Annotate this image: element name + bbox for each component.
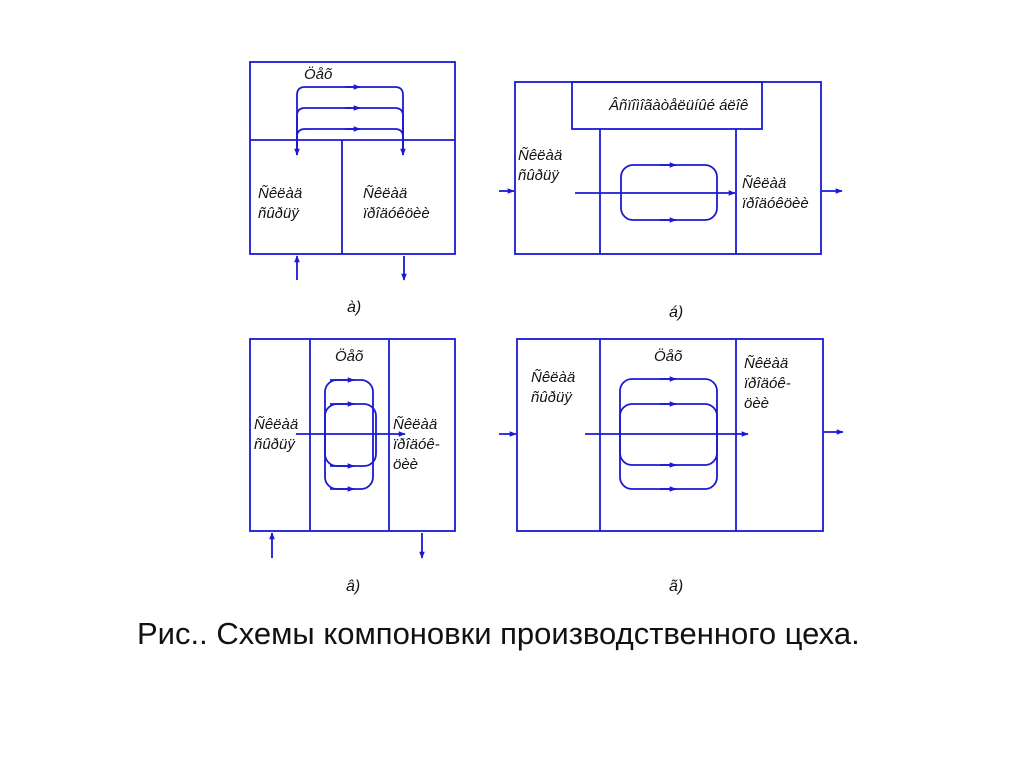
scheme-caption: à)	[347, 299, 361, 316]
raw-store-label: ñûðüÿ	[531, 389, 573, 406]
scheme-caption: â)	[346, 578, 360, 595]
flow-loop	[296, 107, 404, 155]
raw-store-label: Ñêëàä	[258, 185, 302, 202]
product-store-label: Ñêëàä	[744, 355, 788, 372]
raw-store-label: ñûðüÿ	[254, 436, 296, 453]
figure-caption: Рис.. Схемы компоновки производственного…	[137, 616, 860, 651]
workshop-label: Öåõ	[335, 347, 363, 365]
product-store-label: ïðîäóêöèè	[363, 205, 430, 222]
product-store-label: Ñêëàä	[742, 175, 786, 192]
raw-store-label: ñûðüÿ	[258, 205, 300, 222]
flow-loop	[324, 403, 377, 467]
raw-store-label: Ñêëàä	[254, 416, 298, 433]
scheme-b: Âñïîìîãàòåëüíûé áëîê Ñêëàä ñûðüÿ Ñêëàä ï…	[499, 81, 843, 321]
workshop-label: Öåõ	[304, 65, 332, 83]
scheme-caption: ã)	[669, 578, 683, 595]
scheme-caption: á)	[669, 304, 683, 321]
product-store-label: Ñêëàä	[393, 416, 437, 433]
auxiliary-label: Âñïîìîãàòåëüíûé áëîê	[608, 97, 748, 114]
product-store-label: ïðîäóêöèè	[742, 195, 809, 212]
product-store-label: Ñêëàä	[363, 185, 407, 202]
scheme-d: Öåõ Ñêëàä ñûðüÿ Ñêëàä ïðîäóê- öèè ã)	[499, 338, 844, 595]
product-store-label: öèè	[744, 395, 769, 412]
raw-store-label: Ñêëàä	[518, 147, 562, 164]
flow-loop	[296, 128, 404, 155]
scheme-a: Öåõ Ñêëàä ñûðüÿ Ñêëàä ïðîäóêöèè à)	[249, 61, 456, 316]
raw-store-label: Ñêëàä	[531, 369, 575, 386]
scheme-d-frame	[516, 338, 824, 532]
scheme-c: Öåõ Ñêëàä ñûðüÿ Ñêëàä ïðîäóê- öèè â)	[249, 338, 456, 595]
flow-loop	[296, 86, 406, 156]
product-store-label: öèè	[393, 456, 418, 473]
raw-store-label: ñûðüÿ	[518, 167, 560, 184]
product-store-label: ïðîäóê-	[744, 375, 791, 392]
product-store-label: ïðîäóê-	[393, 436, 440, 453]
scheme-c-frame	[249, 338, 456, 532]
workshop-label: Öåõ	[654, 347, 682, 365]
auxiliary-block	[571, 81, 763, 130]
scheme-a-frame	[249, 61, 456, 255]
